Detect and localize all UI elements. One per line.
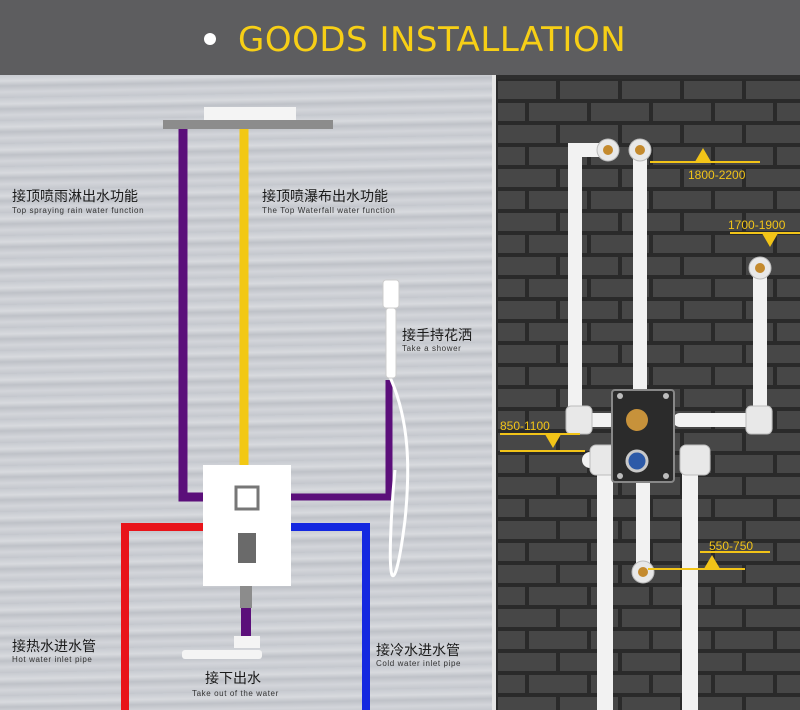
hot-pipe <box>121 523 203 710</box>
label-bottom-out: 接下出水 <box>205 671 261 687</box>
label-top-waterfall: 接顶喷瀑布出水功能 <box>262 189 388 205</box>
measure-label-850-1100: 850-1100 <box>500 419 550 433</box>
cold-pipe <box>290 523 370 710</box>
mixer-handle-icon <box>238 533 256 563</box>
tub-spout-icon <box>182 650 262 659</box>
label-cold-inlet: 接冷水进水管 <box>376 643 460 659</box>
page-title: GOODS INSTALLATION <box>238 20 627 60</box>
bullet-dot-icon <box>204 33 216 45</box>
label-bottom-out-en: Take out of the water <box>192 689 279 698</box>
measure-markers <box>500 148 800 570</box>
shower-plate-icon <box>204 107 296 120</box>
measure-label-550-750: 550-750 <box>709 539 754 553</box>
label-top-rain-en: Top spraying rain water function <box>12 206 145 215</box>
purple-pipe <box>178 129 205 502</box>
label-hand-shower-en: Take a shower <box>402 344 462 353</box>
diverter-knob-icon <box>234 485 260 511</box>
hand-shower-icon <box>382 279 400 309</box>
purple-hand-pipe <box>290 380 393 501</box>
label-top-rain: 接顶喷雨淋出水功能 <box>12 189 138 205</box>
shower-hose <box>387 374 410 578</box>
label-cold-inlet-en: Cold water inlet pipe <box>376 659 462 668</box>
measure-label-1800-2200: 1800-2200 <box>688 168 746 182</box>
hand-shower-handle <box>385 307 397 379</box>
panel-divider <box>492 75 496 710</box>
label-hot-inlet-en: Hot water inlet pipe <box>12 655 93 664</box>
spout-body <box>234 636 260 648</box>
label-top-waterfall-en: The Top Waterfall water function <box>262 206 396 215</box>
brass-threads <box>603 145 765 577</box>
label-hot-inlet: 接热水进水管 <box>12 639 96 655</box>
measure-label-1700-1900: 1700-1900 <box>728 218 786 232</box>
header-bar: GOODS INSTALLATION <box>0 0 800 75</box>
mixer-valve-box <box>203 465 291 586</box>
concealed-valve-icon <box>611 389 675 483</box>
rain-shower-head-icon <box>163 120 333 129</box>
label-hand-shower: 接手持花洒 <box>402 328 472 344</box>
outlet-pipe <box>240 586 252 608</box>
